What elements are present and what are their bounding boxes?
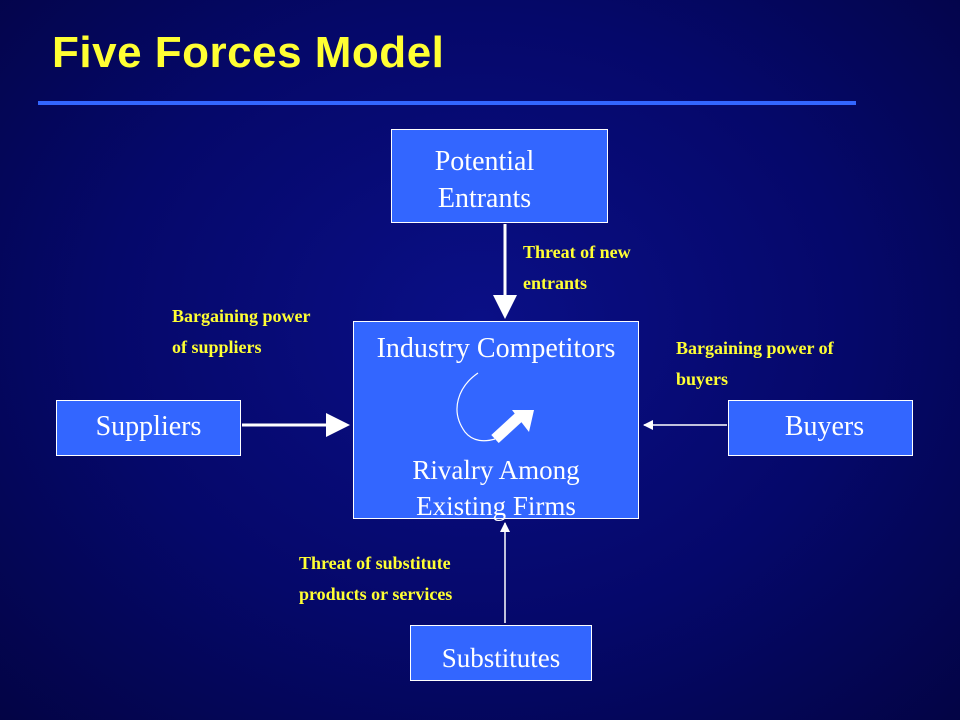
potential-entrants-line1: Potential: [434, 146, 535, 177]
label-threat-substitutes: Threat of substitute products or service…: [299, 548, 452, 610]
label-buyer-power-line1: Bargaining power of: [676, 338, 834, 358]
industry-competitors-box: Industry Competitors Rivalry Among Exist…: [353, 321, 639, 521]
rivalry-line1: Rivalry Among: [412, 455, 580, 485]
label-supplier-power: Bargaining power of suppliers: [172, 301, 311, 363]
rivalry-cycle-icon: [456, 372, 534, 444]
label-threat-new-entrants-line2: entrants: [523, 273, 587, 293]
label-buyer-power: Bargaining power of buyers: [676, 333, 834, 395]
label-threat-substitutes-line1: Threat of substitute: [299, 553, 451, 573]
potential-entrants-box: Potential Entrants: [391, 129, 608, 223]
label-supplier-power-line1: Bargaining power: [172, 306, 311, 326]
label-threat-substitutes-line2: products or services: [299, 584, 453, 604]
potential-entrants-line2: Entrants: [437, 183, 532, 214]
suppliers-box: Suppliers: [56, 400, 241, 456]
label-buyer-power-line2: buyers: [676, 369, 729, 389]
label-threat-new-entrants: Threat of new entrants: [523, 237, 631, 299]
label-threat-new-entrants-line1: Threat of new: [523, 242, 631, 262]
title-underline: [38, 101, 856, 105]
slide-title: Five Forces Model: [52, 28, 445, 77]
buyers-box: Buyers: [728, 400, 913, 456]
substitutes-box: Substitutes: [410, 625, 592, 681]
rivalry-line2: Existing Firms: [416, 491, 576, 521]
label-supplier-power-line2: of suppliers: [172, 337, 262, 357]
industry-competitors-heading: Industry Competitors: [376, 333, 616, 364]
